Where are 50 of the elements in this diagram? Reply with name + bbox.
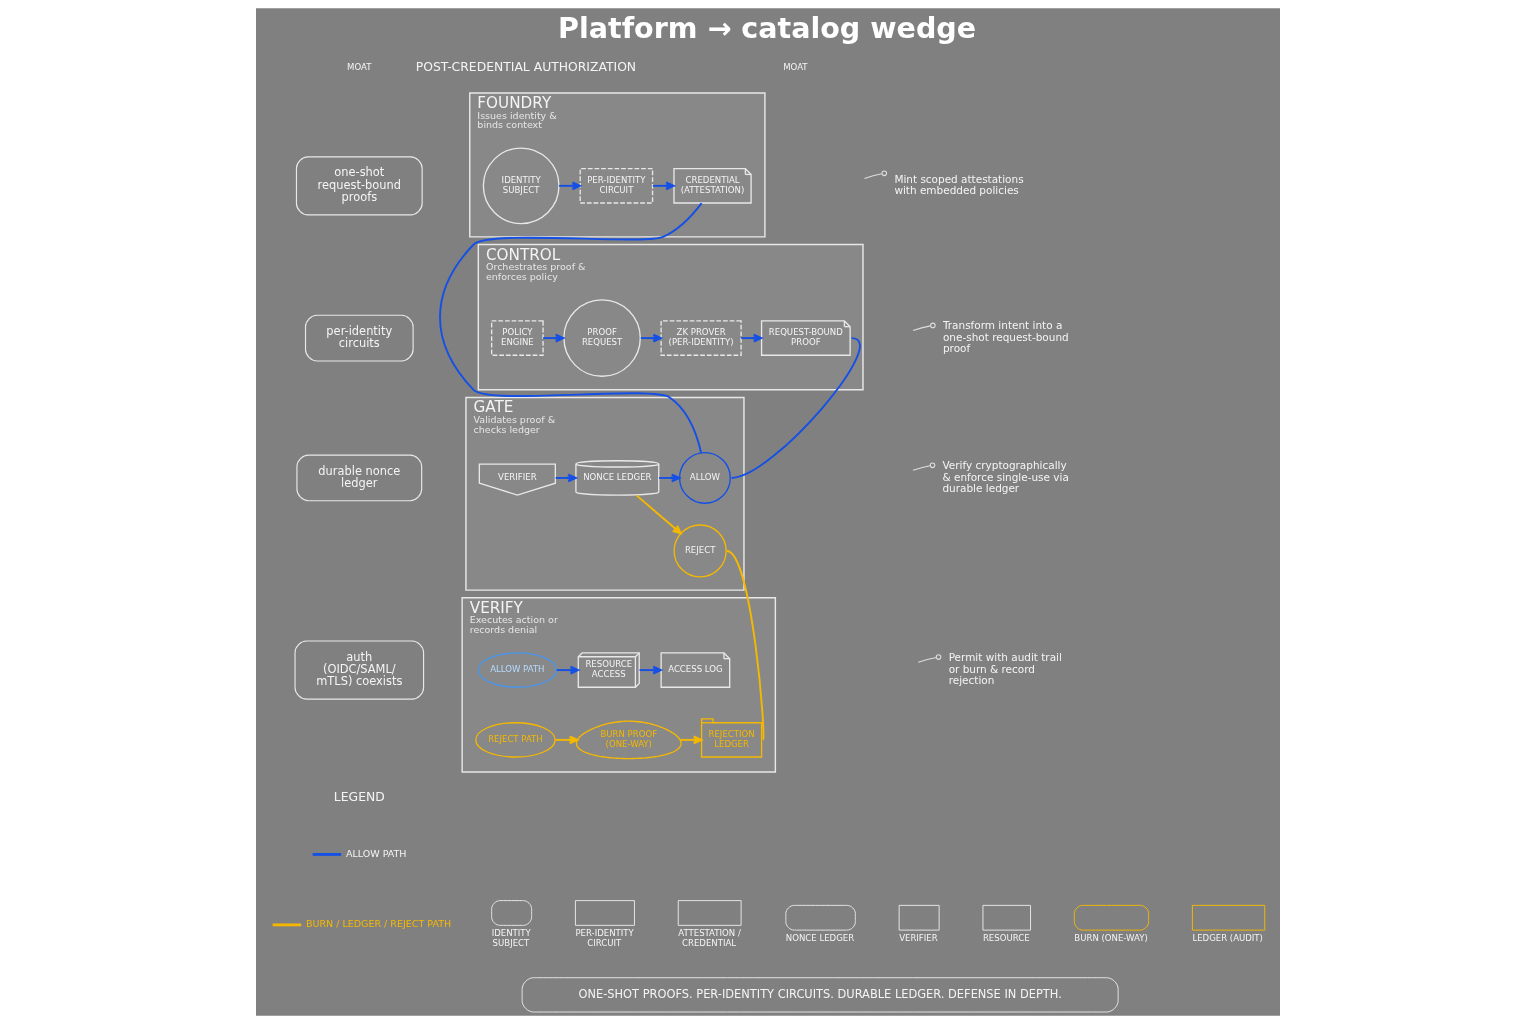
- node-circle: IDENTITY SUBJECT: [482, 147, 560, 225]
- diagram-title: Platform → catalog wedge: [558, 10, 977, 45]
- arrow: [639, 333, 662, 343]
- legend-label: VERIFIER: [899, 932, 938, 943]
- label: LEGEND: [333, 790, 385, 805]
- legend-label: BURN (ONE-WAY): [1074, 932, 1148, 943]
- node-box: per-identity circuits: [304, 314, 414, 362]
- caption: ONE-SHOT PROOFS. PER-IDENTITY CIRCUITS. DURABLE LEDGER. DEFENSE IN DEPTH.: [578, 986, 1062, 1001]
- legend-label: PER-IDENTITY CIRCUIT: [575, 928, 634, 948]
- node-box: one-shot request-bound proofs: [295, 156, 423, 216]
- node-box: PER-IDENTITY CIRCUIT: [579, 168, 654, 204]
- label: MOAT: [347, 62, 372, 73]
- node-text: Verify cryptographically & enforce single-use via durable ledger: [942, 459, 1069, 495]
- node-text: Permit with audit trail or burn & record rejection: [948, 651, 1062, 687]
- arrow: [558, 181, 582, 191]
- legend-label: ALLOW PATH: [345, 847, 407, 859]
- arrow: [638, 665, 662, 675]
- arrow: [555, 665, 580, 675]
- connector: [730, 337, 861, 479]
- arrow: [679, 735, 703, 745]
- connector: [917, 656, 937, 663]
- node-circle: PROOF REQUEST: [563, 299, 641, 377]
- legend-label: NONCE LEDGER: [785, 932, 855, 943]
- legend-label: BURN / LEDGER / REJECT PATH: [305, 918, 452, 930]
- node-box: ZK PROVER (PER-IDENTITY): [660, 320, 742, 356]
- arrow: [658, 473, 681, 483]
- connector: [439, 202, 703, 454]
- node-box: auth (OIDC/SAML/ mTLS) coexists: [294, 640, 425, 700]
- node-box: POLICY ENGINE: [491, 320, 544, 356]
- legend-label: RESOURCE: [982, 932, 1030, 943]
- legend-label: LEDGER (AUDIT): [1192, 932, 1263, 943]
- node-text: Transform intent into a one-shot request-bound proof: [942, 319, 1069, 355]
- label: POST-CREDENTIAL AUTHORIZATION: [415, 60, 637, 75]
- connector: [912, 465, 931, 471]
- node-text: Mint scoped attestations with embedded policies: [894, 172, 1024, 197]
- arrow: [542, 333, 565, 343]
- connector: [863, 173, 883, 179]
- arrow: [635, 494, 682, 535]
- connector: [912, 325, 931, 331]
- arrow: [740, 333, 763, 343]
- node-ellipse: REJECT PATH: [475, 722, 556, 758]
- label: MOAT: [783, 62, 808, 73]
- arrow: [554, 735, 579, 745]
- node-box: durable nonce ledger: [296, 454, 423, 502]
- legend-label: IDENTITY SUBJECT: [491, 928, 531, 948]
- arrow: [554, 473, 577, 483]
- node-circle: ALLOW: [678, 451, 731, 504]
- legend-label: ATTESTATION / CREDENTIAL: [678, 928, 741, 948]
- node-ellipse: ALLOW PATH: [477, 652, 558, 688]
- arrow: [651, 181, 675, 191]
